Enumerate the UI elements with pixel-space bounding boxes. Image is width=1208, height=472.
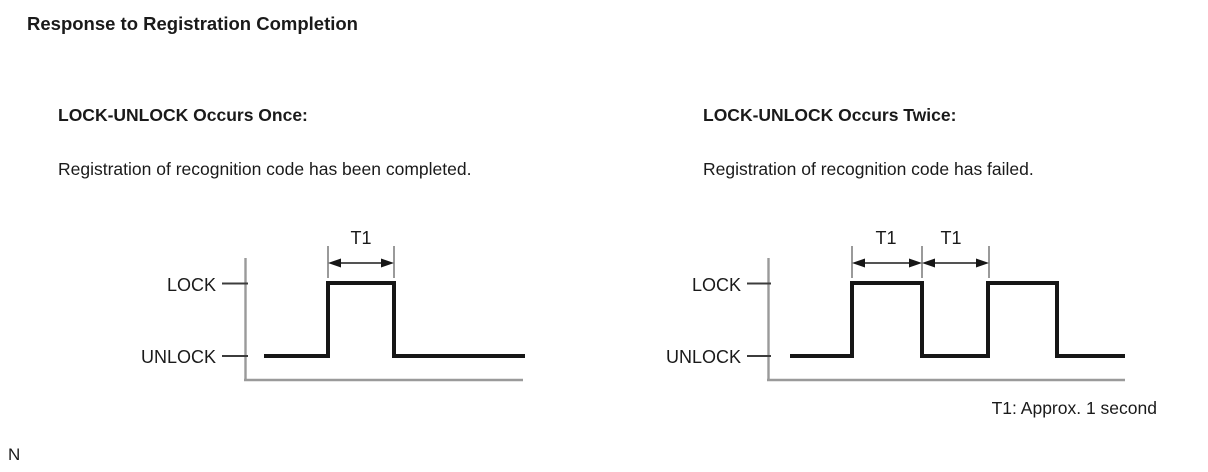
t1-label: T1 [940, 228, 961, 248]
arrowhead-left-icon [328, 258, 341, 268]
timing-diagram-once: LOCK UNLOCK T1 [141, 228, 525, 382]
t1-label: T1 [875, 228, 896, 248]
arrowhead-right-icon [381, 258, 394, 268]
lock-label: LOCK [692, 275, 741, 295]
t1-duration-note: T1: Approx. 1 second [991, 398, 1157, 418]
arrowhead-right-icon [976, 258, 989, 268]
heading-occurs-once: LOCK-UNLOCK Occurs Once: [58, 105, 308, 125]
t1-label: T1 [350, 228, 371, 248]
heading-occurs-twice: LOCK-UNLOCK Occurs Twice: [703, 105, 957, 125]
footer-char: N [8, 445, 21, 464]
timing-diagram-twice: LOCK UNLOCK T1 T1 [666, 228, 1125, 382]
page-title: Response to Registration Completion [27, 13, 358, 34]
lock-label: LOCK [167, 275, 216, 295]
unlock-label: UNLOCK [141, 347, 216, 367]
arrowhead-left-icon [852, 258, 865, 268]
arrowhead-right-icon [909, 258, 922, 268]
arrowhead-left-icon [922, 258, 935, 268]
unlock-label: UNLOCK [666, 347, 741, 367]
description-occurs-once: Registration of recognition code has bee… [58, 159, 472, 179]
description-occurs-twice: Registration of recognition code has fai… [703, 159, 1034, 179]
waveform [790, 281, 1125, 358]
waveform [264, 281, 525, 358]
